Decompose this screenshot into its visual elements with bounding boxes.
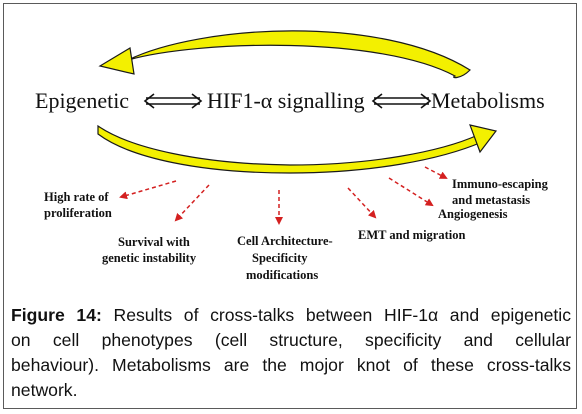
svg-text:genetic instability: genetic instability [102,251,197,265]
svg-text:proliferation: proliferation [44,206,112,220]
caption-line-4: network. [11,380,78,400]
node-hif1-signalling: HIF1-α signalling [207,88,365,113]
svg-text:EMT and migration: EMT and migration [358,228,465,242]
arrow-to-immuno-escaping [424,166,448,179]
caption-line-1: Figure 14: Results of cross-talks betwee… [11,303,571,328]
svg-text:Immuno-escaping: Immuno-escaping [452,177,549,191]
double-arrow-right [371,93,432,109]
outcome-cell-architecture: Cell Architecture- Specificity modificat… [237,234,333,282]
diagram: Epigenetic HIF1-α signalling Metabolisms… [35,30,549,282]
caption-line-3: behaviour). Metabolisms are the mojor kn… [11,355,571,375]
svg-text:Cell Architecture-: Cell Architecture- [237,234,333,248]
outcome-angiogenesis: Angiogenesis [438,207,508,221]
svg-text:modifications: modifications [246,268,318,282]
outcome-immuno-escaping: Immuno-escaping and metastasis [452,177,549,207]
node-epigenetic: Epigenetic [35,88,129,113]
arrow-to-emt [347,187,377,219]
double-arrow-left [143,93,203,109]
arrow-to-angiogenesis [388,177,434,207]
svg-text:and metastasis: and metastasis [452,193,530,207]
arrow-to-proliferation [119,180,177,200]
outcome-survival: Survival with genetic instability [102,235,197,265]
svg-text:High rate of: High rate of [44,190,109,204]
node-metabolisms: Metabolisms [431,88,545,113]
cycle-arrow-bottom [97,124,498,174]
figure-caption: Figure 14: Results of cross-talks betwee… [11,303,571,403]
outcome-proliferation: High rate of proliferation [44,190,112,220]
figure-frame [3,3,577,409]
caption-line-2: on cell phenotypes (cell structure, spec… [11,330,571,350]
cycle-arrow-top [98,30,471,79]
svg-text:Survival with: Survival with [118,235,190,249]
arrow-to-survival [174,184,210,222]
svg-text:Angiogenesis: Angiogenesis [438,207,508,221]
svg-text:Specificity: Specificity [252,251,308,265]
caption-label: Figure 14: [11,305,102,325]
caption-text-1: Results of cross-talks between HIF-1α an… [101,305,571,325]
outcome-emt-migration: EMT and migration [358,228,465,242]
